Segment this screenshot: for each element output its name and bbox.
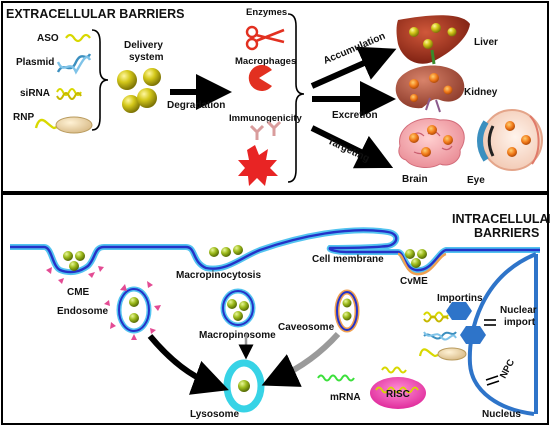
delivery-nanoparticles [117, 68, 161, 113]
importin-complexes [418, 302, 486, 361]
mrna-strand-icon [317, 374, 355, 382]
eye-organ-icon [477, 109, 543, 171]
agents-brace [287, 13, 305, 183]
agent-label-immunogenicity: Immunogenicity [229, 113, 303, 124]
agent-label-enzymes: Enzymes [246, 7, 287, 18]
cargo-label-plasmid: Plasmid [16, 57, 54, 68]
brain-organ-icon [398, 118, 465, 168]
cargo-label-aso: ASO [37, 33, 59, 44]
targeting-arrow [310, 125, 394, 169]
scissors-icon [245, 25, 285, 51]
uptake-label-cme: CME [67, 287, 90, 298]
sirna-duplex-icon [56, 88, 82, 100]
immune-burst-icon [238, 145, 278, 186]
agent-label-macrophages: Macrophages [235, 56, 296, 67]
organ-label-eye: Eye [467, 175, 485, 186]
delivery-system-label-line2: system [129, 52, 164, 63]
extracellular-heading: EXTRACELLULAR BARRIERS [6, 7, 184, 21]
rnp-complex-icon [34, 116, 93, 134]
extracellular-panel-frame [1, 1, 549, 193]
cargo-label-sirna: siRNA [20, 88, 50, 99]
nuclear-import-label-line1: Nuclear [500, 305, 537, 316]
importins-label: Importins [437, 293, 483, 304]
cell-membrane-label: Cell membrane [312, 254, 384, 265]
antibody-icon [249, 120, 282, 140]
organ-label-kidney: Kidney [464, 87, 498, 98]
uptake-label-macropinocytosis: Macropinocytosis [176, 270, 261, 281]
nucleus-label: Nucleus [482, 409, 521, 420]
vesicle-label-endosome: Endosome [57, 306, 109, 317]
npc-label: NPC [498, 357, 517, 380]
nuclear-import-label-line2: import [504, 317, 536, 328]
organ-label-brain: Brain [402, 174, 428, 185]
vesicle-label-macropinosome: Macropinosome [199, 330, 276, 341]
targeting-label: Targeting [326, 136, 371, 165]
accumulation-label: Accumulation [322, 31, 387, 67]
macropinosome-vesicle [220, 288, 256, 328]
kidney-organ-icon [395, 65, 465, 113]
aso-strand-icon [65, 33, 91, 43]
cvme-pit-cargo [405, 249, 427, 268]
vesicle-label-caveosome: Caveosome [278, 322, 335, 333]
plasmid-dna-icon [56, 53, 92, 75]
npc-pore-lower [486, 380, 500, 386]
mrna-label: mRNA [330, 392, 361, 403]
endosome-to-lysosome-arrow [147, 334, 229, 395]
accumulation-arrow [310, 46, 397, 89]
caveosome-to-lysosome-arrow [261, 331, 341, 387]
uptake-label-cvme: CvME [400, 276, 428, 287]
cme-pit-cargo [46, 251, 104, 284]
endosome-vesicle [104, 281, 161, 340]
caveosome-vesicle [334, 289, 360, 333]
excretion-label: Excretion [332, 110, 378, 121]
macrophage-icon [248, 65, 272, 92]
macropinocytosis-cargo [209, 245, 243, 257]
nuclear-envelope [467, 252, 538, 416]
cargo-label-rnp: RNP [13, 112, 34, 123]
degradation-label: Degradation [167, 100, 225, 111]
intracellular-panel-frame [1, 193, 549, 425]
vesicle-label-lysosome: Lysosome [190, 409, 240, 420]
risc-guide-strand-icon [381, 366, 407, 374]
npc-pore-upper [485, 375, 499, 381]
intracellular-heading-line1: INTRACELLULAR [452, 212, 550, 226]
liver-organ-icon [396, 15, 470, 65]
organ-label-liver: Liver [474, 37, 498, 48]
risc-label: RISC [386, 389, 410, 400]
risc-loaded-strand-icon [375, 386, 419, 394]
cell-membrane [10, 227, 540, 276]
cargo-brace [91, 29, 109, 131]
delivery-system-label-line1: Delivery [124, 40, 163, 51]
lysosome-vesicle [223, 359, 265, 413]
intracellular-heading-line2: BARRIERS [474, 226, 539, 240]
